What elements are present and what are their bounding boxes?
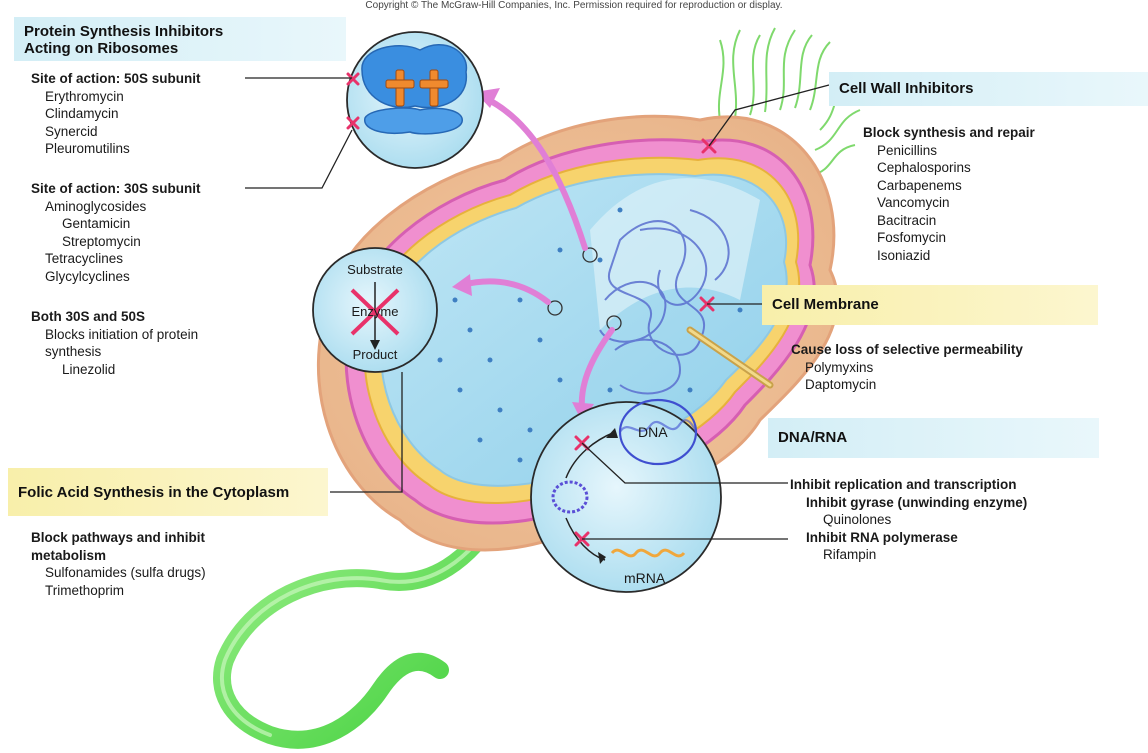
product-label: Product <box>345 347 405 362</box>
description-line: Blocks initiation of protein <box>31 326 198 344</box>
site-50s-block: Site of action: 50S subunit Erythromycin… <box>31 70 201 158</box>
drug-item: Erythromycin <box>31 88 201 106</box>
dna-rna-banner: DNA/RNA <box>768 418 1099 458</box>
drug-item: Tetracyclines <box>31 250 201 268</box>
drug-item: Pleuromutilins <box>31 140 201 158</box>
drug-item: Streptomycin <box>31 233 201 251</box>
description-line: synthesis <box>31 343 198 361</box>
drug-item: Trimethoprim <box>31 582 206 600</box>
substrate-label: Substrate <box>345 262 405 277</box>
ribosome-50s-subunit <box>362 45 466 108</box>
mrna-label: mRNA <box>624 570 665 586</box>
dna-rna-title: DNA/RNA <box>778 429 847 446</box>
drug-item: Fosfomycin <box>863 229 1035 247</box>
enzyme-label: Enzyme <box>345 304 405 319</box>
drug-item: Bacitracin <box>863 212 1035 230</box>
folic-acid-title: Folic Acid Synthesis in the Cytoplasm <box>18 484 289 501</box>
gyrase-heading: Inhibit gyrase (unwinding enzyme) <box>790 494 1027 512</box>
dna-rna-block: Inhibit replication and transcription In… <box>790 476 1027 564</box>
drug-item: Quinolones <box>790 511 1027 529</box>
folic-acid-block: Block pathways and inhibit metabolism Su… <box>31 529 206 599</box>
both-subunits-block: Both 30S and 50S Blocks initiation of pr… <box>31 308 198 378</box>
drug-item: Penicillins <box>863 142 1035 160</box>
site-30s-block: Site of action: 30S subunit Aminoglycosi… <box>31 180 201 285</box>
drug-item: Isoniazid <box>863 247 1035 265</box>
drug-item: Linezolid <box>31 361 198 379</box>
drug-item: Carbapenems <box>863 177 1035 195</box>
drug-item: Polymyxins <box>791 359 1023 377</box>
folic-heading-line2: metabolism <box>31 547 206 565</box>
drug-item: Synercid <box>31 123 201 141</box>
protein-banner-line1: Protein Synthesis Inhibitors <box>24 23 336 40</box>
dna-zoom-circle <box>531 402 721 592</box>
drug-item: Gentamicin <box>31 215 201 233</box>
protein-banner-line2: Acting on Ribosomes <box>24 40 336 57</box>
dna-rna-heading: Inhibit replication and transcription <box>790 476 1027 494</box>
ribosome-30s-subunit <box>365 108 463 134</box>
cell-membrane-heading: Cause loss of selective permeability <box>791 341 1023 359</box>
folic-heading-line1: Block pathways and inhibit <box>31 529 206 547</box>
both-subunits-heading: Both 30S and 50S <box>31 308 198 326</box>
cell-wall-block: Block synthesis and repair Penicillins C… <box>863 124 1035 264</box>
cell-wall-title: Cell Wall Inhibitors <box>839 80 973 97</box>
rna-polymerase-heading: Inhibit RNA polymerase <box>790 529 1027 547</box>
drug-item: Daptomycin <box>791 376 1023 394</box>
cell-membrane-block: Cause loss of selective permeability Pol… <box>791 341 1023 394</box>
cell-wall-heading: Block synthesis and repair <box>863 124 1035 142</box>
site-50s-heading: Site of action: 50S subunit <box>31 70 201 88</box>
drug-item: Sulfonamides (sulfa drugs) <box>31 564 206 582</box>
drug-item: Clindamycin <box>31 105 201 123</box>
drug-item: Glycylcyclines <box>31 268 201 286</box>
dna-label: DNA <box>638 424 668 440</box>
site-30s-heading: Site of action: 30S subunit <box>31 180 201 198</box>
cell-wall-banner: Cell Wall Inhibitors <box>829 72 1148 106</box>
drug-item: Rifampin <box>790 546 1027 564</box>
copyright-notice: Copyright © The McGraw-Hill Companies, I… <box>0 0 1148 12</box>
cell-membrane-banner: Cell Membrane <box>762 285 1098 325</box>
drug-item: Cephalosporins <box>863 159 1035 177</box>
drug-item: Vancomycin <box>863 194 1035 212</box>
folic-acid-banner: Folic Acid Synthesis in the Cytoplasm <box>8 468 328 516</box>
cell-membrane-title: Cell Membrane <box>772 296 879 313</box>
protein-synthesis-banner: Protein Synthesis Inhibitors Acting on R… <box>14 17 346 61</box>
drug-item: Aminoglycosides <box>31 198 201 216</box>
